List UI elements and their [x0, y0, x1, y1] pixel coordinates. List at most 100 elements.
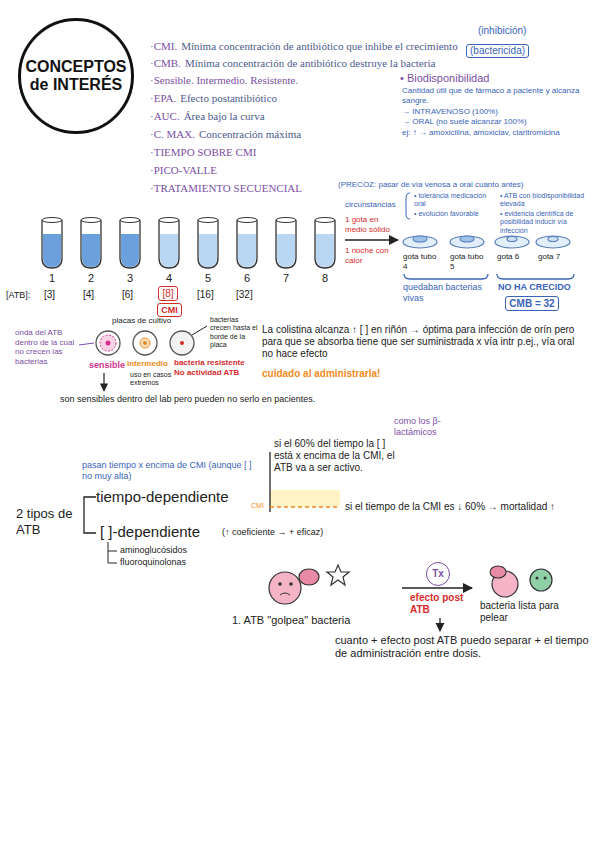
- concentration: [6]: [122, 289, 133, 301]
- tube-liquid: [43, 234, 61, 267]
- note-text: cuidado al administrarla!: [262, 368, 380, 380]
- tube-number: 2: [88, 272, 94, 285]
- note-text: onda del ATB dentro de la cual no crecen…: [15, 328, 77, 366]
- concept-term: ·AUC.: [150, 110, 180, 123]
- branch-lines: [108, 542, 117, 563]
- note-text: circunstancias: [345, 200, 396, 210]
- arrow: [402, 587, 472, 589]
- concept-term: ·PICO-VALLE: [150, 164, 217, 177]
- culture-plates: [96, 331, 194, 355]
- highlight-box: [8]: [158, 286, 178, 301]
- tube-number: 6: [244, 272, 250, 285]
- tube-liquid: [82, 234, 100, 267]
- note-text: 2 tipos de ATB: [16, 506, 74, 537]
- tube-liquid: [160, 234, 178, 267]
- tube-rim: [81, 218, 101, 223]
- note-text: ej: ↑ → amoxicilina, amoxiclav, claritro…: [402, 128, 590, 138]
- tube-rim: [159, 218, 179, 223]
- note-text: gota 6: [497, 252, 533, 262]
- tube-number: 8: [322, 272, 328, 285]
- bacteria-ready: [490, 566, 552, 597]
- concept-definition: Mínima concentración de antibiótico que …: [181, 40, 457, 53]
- tube-liquid: [238, 234, 256, 267]
- concept-definition: Mínima concentración de antibiótico dest…: [185, 57, 435, 70]
- note-text: si el 60% del tiempo la [ ] está x encim…: [274, 438, 399, 474]
- test-tube: [237, 220, 257, 268]
- agar-drops: [403, 236, 570, 248]
- tube-liquid: [199, 234, 217, 267]
- concept-term: ·Sensible. Intermedio. Resistente.: [150, 74, 298, 87]
- note-text: → ORAL (no suele alcanzar 100%): [402, 117, 527, 127]
- node-text: Tx: [432, 568, 444, 580]
- note-text: uso en casos extremos: [130, 371, 172, 388]
- node-text: CMI: [161, 305, 178, 315]
- time-band: [270, 490, 340, 507]
- tube-rim: [42, 218, 62, 223]
- note-text: placas de cultivo: [112, 316, 171, 326]
- bracket: [497, 274, 574, 279]
- note-text: quedaban bacterias vivas: [403, 282, 488, 304]
- note-text: (↑ coeficiente → + eficaz): [222, 527, 323, 538]
- test-tube: [159, 220, 179, 268]
- bracket: [404, 274, 488, 279]
- tube-number: 4: [166, 272, 172, 285]
- note-text: 1 gota en medio sólido: [345, 215, 401, 234]
- note-text: 1. ATB "golpea" bacteria: [232, 614, 350, 627]
- concentration: [32]: [236, 289, 253, 301]
- note-text: 1 noche con calor: [345, 246, 401, 265]
- note-text: gota 7: [538, 252, 574, 262]
- note-text: (bactericida): [466, 44, 529, 58]
- note-text: cuanto + efecto post ATB puedo separar +…: [335, 634, 590, 660]
- note-text: (inhibición): [478, 25, 526, 37]
- bracket: [84, 497, 96, 533]
- note-text: [ATB]:: [6, 290, 30, 301]
- note-text: intermedio: [127, 359, 168, 369]
- axis: [269, 452, 270, 512]
- tube-rim: [237, 218, 257, 223]
- treatment-circle: Tx: [426, 562, 450, 586]
- note-text: • evolución favorable: [414, 210, 496, 218]
- note-text: NO HA CRECIDO: [498, 282, 571, 293]
- note-text: tiempo-dependiente: [96, 488, 229, 506]
- note-text: fluoroquinolonas: [120, 557, 186, 568]
- concentration: [16]: [197, 289, 214, 301]
- section-heading: • Biodisponibilidad: [400, 72, 489, 85]
- concept-term: ·TIEMPO SOBRE CMI: [150, 146, 256, 159]
- note-text: aminoglucósidos: [120, 545, 187, 556]
- arrow: [439, 618, 440, 631]
- bacteria-hit: [269, 565, 349, 604]
- tube-liquid: [121, 234, 139, 267]
- bracket: [406, 193, 410, 219]
- note-text: La colistina alcanza ↑ [ ] en riñón → óp…: [262, 324, 582, 360]
- concept-term: ·CMI.: [150, 40, 177, 53]
- concept-definition: Área bajo la curva: [184, 110, 265, 123]
- concept-term: ·EPA.: [150, 92, 176, 105]
- node-text: CMB = 32: [509, 298, 554, 310]
- concept-definition: Concentración máxima: [199, 128, 301, 141]
- tube-liquid: [277, 234, 295, 267]
- test-tube: [120, 220, 140, 268]
- concept-definition: Efecto postantibiótico: [180, 92, 277, 105]
- leader-line: [79, 343, 94, 345]
- note-text: (PRECOZ: pasar de vía venosa a oral cuan…: [338, 180, 523, 190]
- note-text: sensible: [89, 360, 125, 371]
- tube-rim: [315, 218, 335, 223]
- concentration: [3]: [44, 289, 55, 301]
- tube-number: 7: [283, 272, 289, 285]
- concept-term: ·TRATAMIENTO SECUENCIAL: [150, 182, 302, 195]
- tube-number: 1: [49, 272, 55, 285]
- note-text: Cantidad útil que de fármaco a paciente …: [402, 86, 590, 105]
- note-text: CMI: [251, 502, 264, 510]
- node-text: CONCEPTOS de INTERÉS: [24, 58, 128, 95]
- note-text: bacteria lista para pelear: [480, 600, 560, 624]
- note-text: como los β-lactámicos: [394, 416, 464, 438]
- arrow: [345, 239, 398, 241]
- title-circle: CONCEPTOS de INTERÉS: [18, 18, 134, 134]
- note-text: gota tubo 4: [403, 252, 439, 271]
- tube-rim: [120, 218, 140, 223]
- note-text: son sensibles dentro del lab pero pueden…: [60, 394, 315, 405]
- tube-number: 3: [127, 272, 133, 285]
- concept-term: ·CMB.: [150, 57, 181, 70]
- tube-liquid: [316, 234, 334, 267]
- note-text: bacteria resistente No actividad ATB: [174, 358, 254, 377]
